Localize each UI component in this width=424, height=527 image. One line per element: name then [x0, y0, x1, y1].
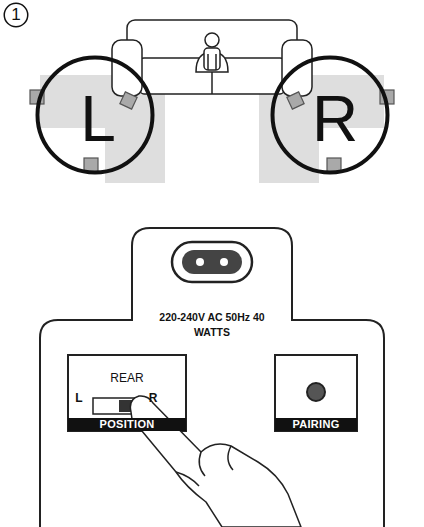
pairing-box: PAIRING — [275, 355, 357, 431]
section-band: PAIRING — [275, 418, 357, 431]
callout-number: 1 — [3, 5, 29, 25]
switch-heading: REAR — [68, 371, 186, 385]
zone-circle: L — [35, 55, 155, 175]
power-socket — [172, 242, 252, 282]
pairing-button — [307, 383, 325, 401]
speaker-back-panel: 220-240V AC 50Hz 40 WATTS REAR L R POSITION P… — [40, 228, 384, 527]
callout-circle: 1 — [3, 2, 29, 28]
switch-right-label: R — [143, 391, 163, 405]
channel-letter: R — [300, 87, 370, 151]
listener — [196, 33, 228, 72]
switch-left-label: L — [69, 391, 89, 405]
pairing-box-outline — [275, 355, 357, 431]
channel-letter: L — [63, 87, 133, 151]
section-band: POSITION — [68, 418, 186, 431]
power-rating: 220-240V AC 50Hz 40 WATTS — [152, 310, 272, 340]
position-switch-box: REAR L R POSITION — [68, 355, 186, 431]
zone-circle: R — [270, 55, 390, 175]
panel-outline — [40, 228, 384, 527]
position-box-outline — [68, 355, 186, 431]
